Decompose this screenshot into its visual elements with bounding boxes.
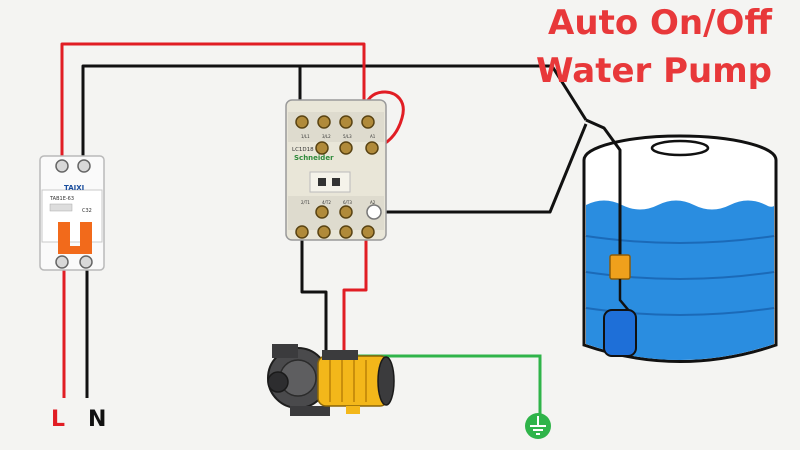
float-cable — [585, 118, 622, 258]
pump-live-wire — [342, 232, 368, 354]
diagram-title-line-1: Auto On/Off — [548, 3, 772, 43]
contactor-top-terminal-3: 5/L3 — [343, 134, 352, 139]
contactor: Schneider LC1D18 1/L1 3/L2 5/L3 A1 2/T1 … — [285, 99, 387, 241]
neutral-terminal-label: N — [88, 407, 107, 432]
breaker-rating: C32 — [82, 208, 92, 214]
contactor-bottom-screws — [295, 204, 382, 239]
circuit-breaker: TAIXI TAB1E-63 C32 — [39, 155, 105, 271]
contactor-top-terminal-4: A1 — [370, 134, 376, 139]
float-return-wire — [375, 123, 588, 214]
earth-wire — [352, 354, 542, 414]
ground-icon — [525, 413, 551, 439]
water-pump-icon — [267, 344, 395, 416]
neutral-wire-top — [81, 64, 588, 160]
contactor-top-terminal-1: 1/L1 — [301, 134, 310, 139]
breaker-brand: TAIXI — [64, 184, 84, 192]
line-terminal-label: L — [51, 407, 66, 432]
contactor-bottom-terminal-4: A2 — [370, 200, 376, 205]
breaker-toggle-right — [80, 222, 92, 248]
float-switch-icon — [603, 254, 637, 357]
contactor-bottom-terminal-2: 4/T2 — [322, 200, 331, 205]
float-ball — [603, 309, 637, 357]
float-weight — [609, 254, 631, 280]
contactor-top-terminal-2: 3/L2 — [322, 134, 331, 139]
live-wire-top — [60, 42, 366, 160]
contactor-model: LC1D18 — [292, 147, 314, 153]
contactor-top-screws — [295, 115, 379, 155]
breaker-toggle-left — [58, 222, 70, 248]
contactor-bottom-terminal-1: 2/T1 — [301, 200, 310, 205]
breaker-model: TAB1E-63 — [49, 196, 74, 202]
diagram-title-line-2: Water Pump — [535, 51, 772, 91]
contactor-brand: Schneider — [294, 154, 334, 162]
contactor-bottom-terminal-3: 6/T3 — [343, 200, 352, 205]
pump-neutral-wire — [300, 232, 328, 356]
